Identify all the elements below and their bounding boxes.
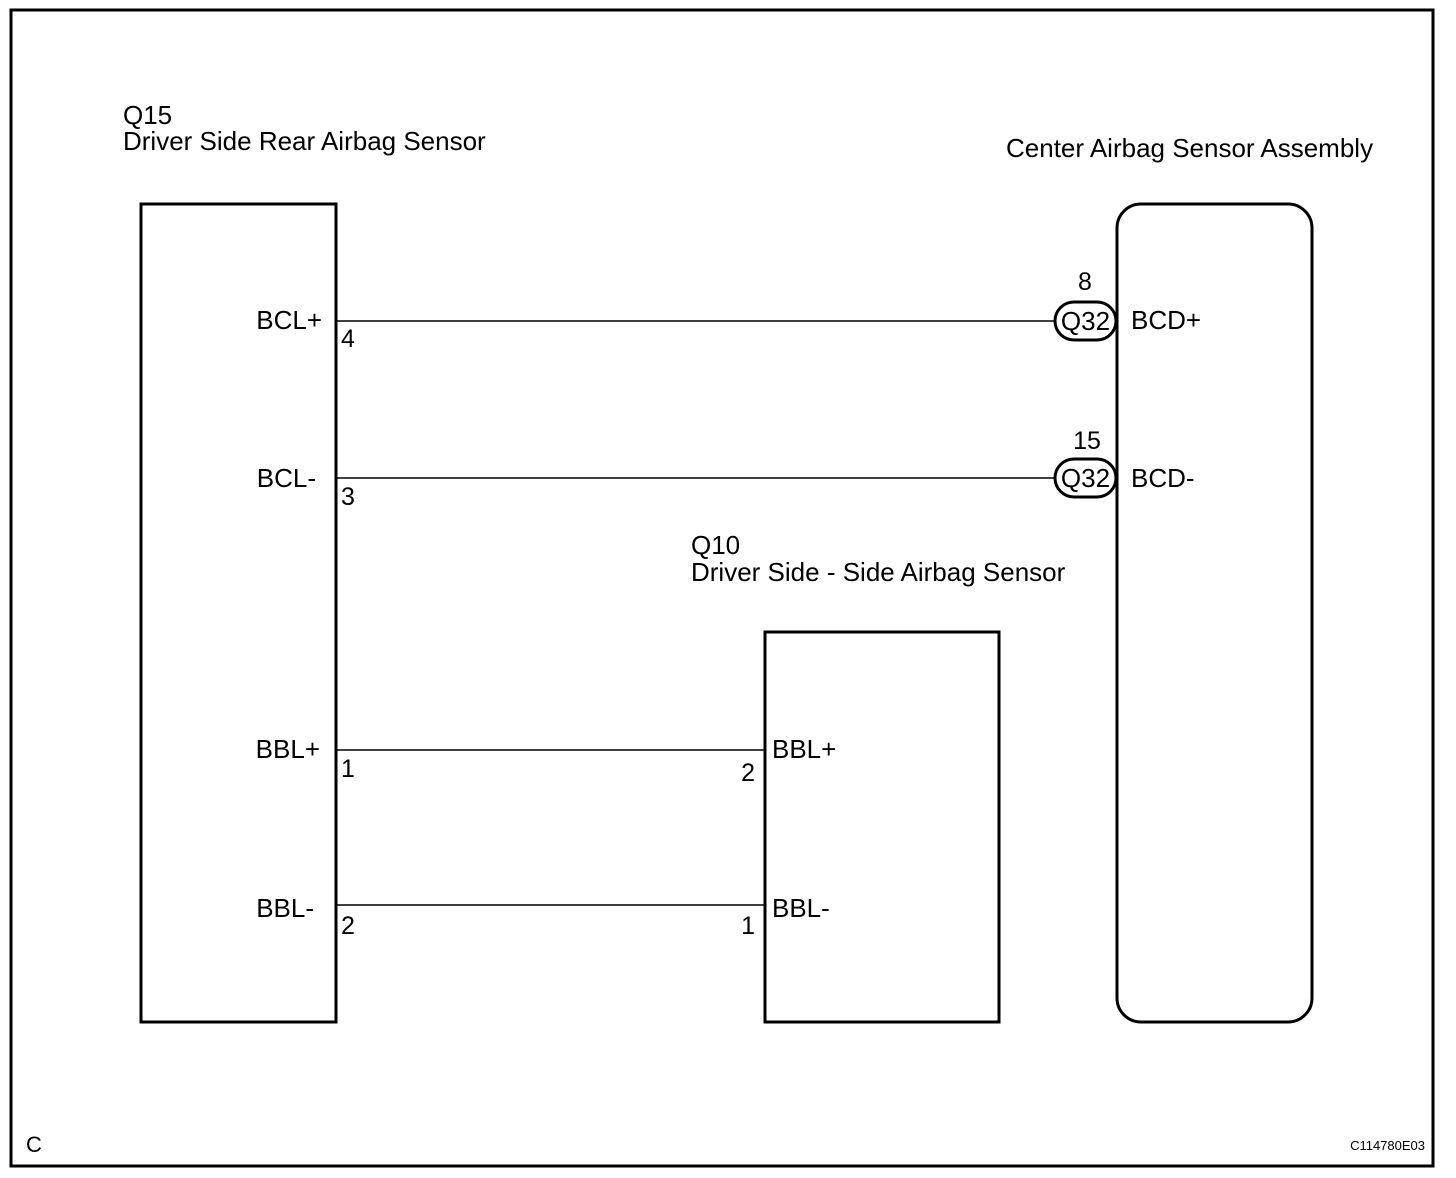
center-label-bcd-plus: BCD+	[1131, 305, 1201, 335]
connector-label-bcd-plus: Q32	[1061, 306, 1110, 336]
figure-id: C114780E03	[1350, 1138, 1425, 1153]
rear-sensor-label-bcl-minus: BCL-	[257, 463, 316, 493]
rear-sensor-pin-bbl-minus: 2	[341, 912, 355, 940]
rear-sensor-label-bbl-plus: BBL+	[256, 734, 320, 764]
rear-sensor-box	[139, 202, 338, 1024]
rear-sensor-label-bcl-plus: BCL+	[256, 305, 322, 335]
center-pin-bcd-minus: 15	[1073, 427, 1101, 455]
side-sensor-box	[763, 630, 1001, 1024]
center-label-bcd-minus: BCD-	[1131, 463, 1195, 493]
rear-sensor-name: Driver Side Rear Airbag Sensor	[123, 126, 486, 156]
corner-letter: C	[26, 1132, 42, 1157]
rear-sensor-pin-bcl-minus: 3	[341, 483, 355, 511]
rear-sensor-pin-bcl-plus: 4	[341, 325, 355, 353]
center-assembly-box	[1115, 202, 1314, 1024]
center-pin-bcd-plus: 8	[1078, 268, 1092, 296]
side-sensor-label-bbl-plus: BBL+	[772, 734, 836, 764]
connector-label-bcd-minus: Q32	[1061, 463, 1110, 493]
side-sensor-pin-bbl-minus: 1	[741, 912, 755, 940]
side-sensor-name: Driver Side - Side Airbag Sensor	[691, 557, 1066, 587]
rear-sensor-pin-bbl-plus: 1	[341, 755, 355, 783]
rear-sensor-label-bbl-minus: BBL-	[256, 893, 314, 923]
side-sensor-label-bbl-minus: BBL-	[772, 893, 830, 923]
side-sensor-pin-bbl-plus: 2	[741, 759, 755, 787]
rear-sensor-code: Q15	[123, 100, 172, 130]
diagram-frame	[9, 8, 1435, 1168]
connector-q32-bcd-minus	[1053, 457, 1118, 499]
center-assembly-name: Center Airbag Sensor Assembly	[1006, 133, 1373, 163]
side-sensor-code: Q10	[691, 530, 740, 560]
connector-q32-bcd-plus	[1053, 300, 1118, 342]
